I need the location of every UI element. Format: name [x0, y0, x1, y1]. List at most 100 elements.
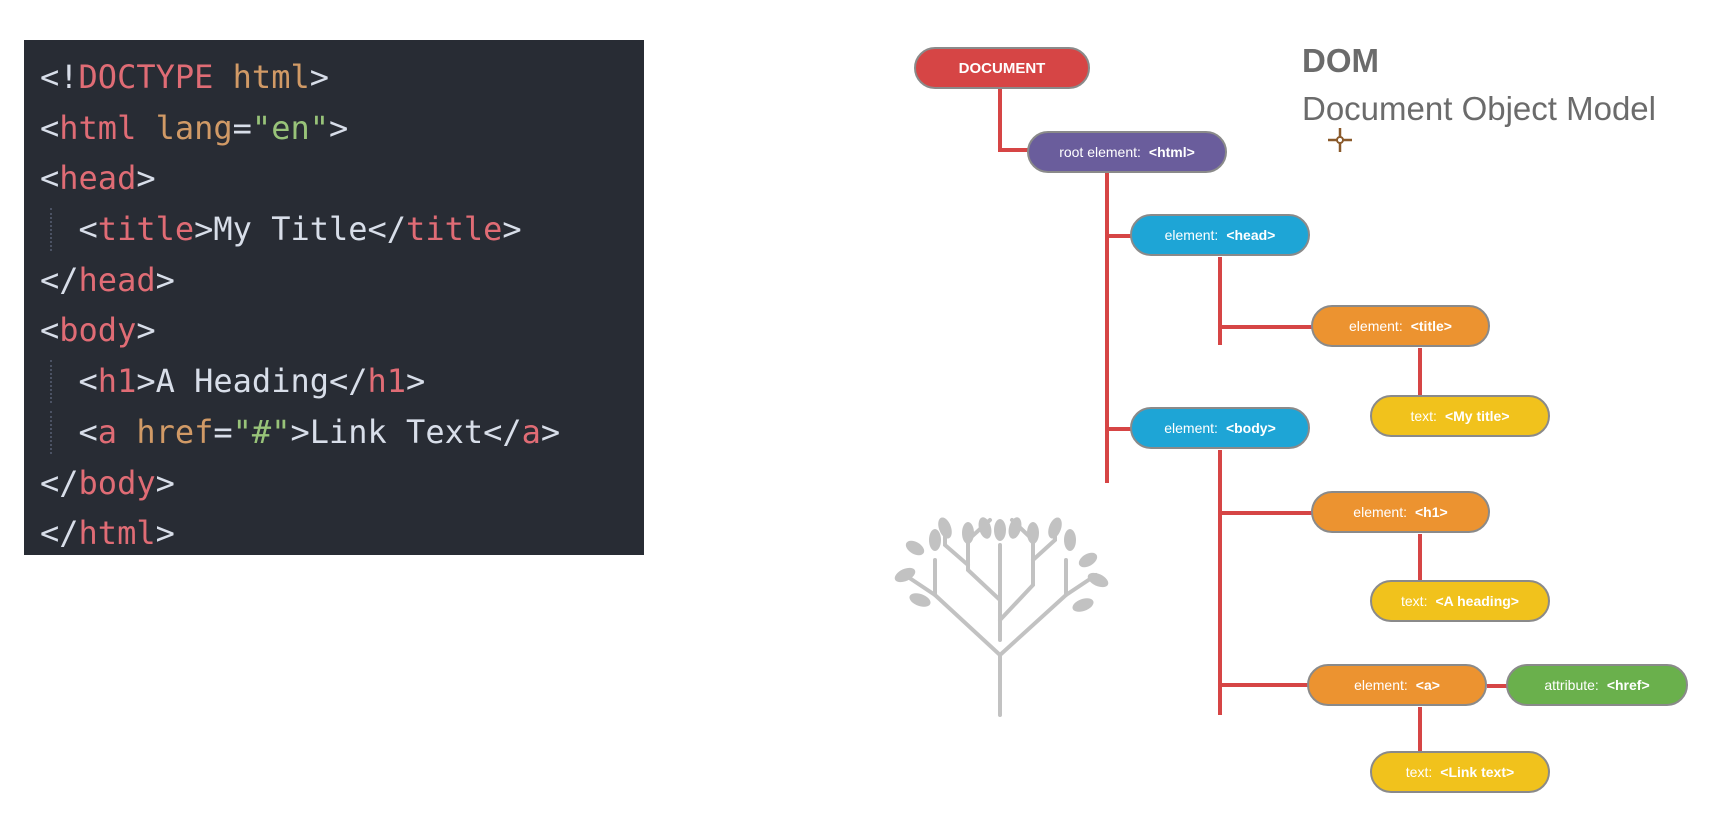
- dom-abbreviation: DOM: [1302, 42, 1379, 79]
- code-token: =: [213, 412, 233, 451]
- code-line: <head>: [40, 153, 644, 204]
- code-token: href: [136, 412, 214, 451]
- code-token: >: [406, 362, 426, 401]
- code-token: html: [59, 108, 137, 147]
- node-head: element: <head>: [1130, 214, 1310, 256]
- indent-guide: [50, 410, 52, 454]
- code-token: a: [521, 412, 541, 451]
- node-key: text:: [1405, 764, 1433, 780]
- code-token: <: [40, 362, 98, 401]
- code-token: h1: [367, 362, 407, 401]
- move-cursor-icon: [1328, 128, 1352, 152]
- code-token: head: [59, 159, 137, 198]
- code-token: body: [59, 311, 137, 350]
- code-token: "en": [251, 108, 329, 147]
- code-line: <!DOCTYPE html>: [40, 52, 644, 103]
- node-key: element:: [1349, 318, 1403, 334]
- code-token: </: [483, 412, 522, 451]
- node-title-text: text: <My title>: [1370, 395, 1550, 437]
- node-document: DOCUMENT: [914, 47, 1090, 89]
- node-key: element:: [1164, 227, 1219, 243]
- code-token: >: [155, 514, 175, 553]
- code-token: >: [328, 108, 349, 147]
- code-token: >: [290, 412, 310, 451]
- code-token: html: [232, 58, 310, 96]
- node-key: element:: [1164, 420, 1218, 436]
- code-token: >: [136, 159, 156, 198]
- node-key: text:: [1410, 408, 1437, 424]
- code-line: <body>: [40, 305, 644, 356]
- code-token: body: [78, 463, 156, 502]
- node-value: <body>: [1225, 420, 1276, 436]
- code-token: >: [502, 210, 522, 249]
- code-token: >: [540, 412, 561, 451]
- node-value: <title>: [1410, 318, 1452, 334]
- node-title: element: <title>: [1311, 305, 1490, 347]
- code-token: head: [78, 260, 156, 299]
- code-token: </: [40, 514, 79, 553]
- node-href-attribute: attribute: <href>: [1506, 664, 1688, 706]
- indent-guide: [50, 208, 52, 251]
- node-value: <My title>: [1444, 408, 1510, 424]
- code-token: html: [78, 514, 156, 553]
- node-key: text:: [1401, 593, 1428, 609]
- code-token: a: [97, 412, 118, 451]
- node-a: element: <a>: [1307, 664, 1487, 706]
- node-key: attribute:: [1544, 677, 1599, 693]
- code-token: A Heading: [155, 362, 329, 401]
- node-value: <h1>: [1415, 504, 1448, 520]
- code-token: lang: [155, 108, 233, 147]
- code-line: <html lang="en">: [40, 103, 644, 154]
- node-value: <head>: [1226, 227, 1276, 243]
- code-token: <: [40, 159, 60, 198]
- node-value: <a>: [1415, 677, 1440, 693]
- code-line: </head>: [40, 255, 644, 306]
- code-token: </: [40, 260, 79, 299]
- node-h1: element: <h1>: [1311, 491, 1490, 533]
- node-value: <html>: [1148, 144, 1195, 160]
- code-token: </: [367, 210, 407, 249]
- code-token: </: [40, 463, 79, 502]
- code-token: >: [194, 210, 214, 249]
- code-token: <: [40, 311, 60, 350]
- node-value: <href>: [1606, 677, 1650, 693]
- code-token: >: [155, 260, 175, 299]
- dom-full-name: Document Object Model: [1302, 90, 1656, 127]
- code-token: <: [40, 210, 98, 249]
- code-line: </html>: [40, 508, 644, 559]
- code-token: DOCTYPE: [78, 58, 214, 96]
- code-token: >: [136, 311, 156, 350]
- code-token: >: [309, 58, 329, 96]
- code-line: <a href="#">Link Text</a>: [40, 407, 644, 458]
- code-token: <: [40, 108, 60, 147]
- code-token: </: [328, 362, 368, 401]
- node-a-text: text: <Link text>: [1370, 751, 1550, 793]
- code-token: h1: [97, 362, 137, 401]
- node-key: element:: [1354, 677, 1408, 693]
- code-token: >: [155, 463, 175, 502]
- code-token: <: [40, 412, 98, 451]
- tree-leaves: [894, 517, 1109, 612]
- node-key: element:: [1353, 504, 1407, 520]
- code-line: <h1>A Heading</h1>: [40, 356, 644, 407]
- node-body: element: <body>: [1130, 407, 1310, 449]
- node-h1-text: text: <A heading>: [1370, 580, 1550, 622]
- node-key: root element:: [1059, 144, 1141, 160]
- node-root-element: root element: <html>: [1027, 131, 1227, 173]
- connector-document-root: [998, 88, 1030, 152]
- node-value: <A heading>: [1435, 593, 1519, 609]
- code-token: "#": [232, 412, 291, 451]
- code-token: My Title: [213, 210, 368, 249]
- code-token: =: [232, 108, 252, 147]
- code-token: title: [97, 210, 195, 249]
- code-line: <title>My Title</title>: [40, 204, 644, 255]
- code-token: <!: [40, 58, 79, 96]
- code-token: Link Text: [309, 412, 484, 451]
- code-token: >: [136, 362, 156, 401]
- node-value: <Link text>: [1440, 764, 1515, 780]
- node-value: DOCUMENT: [958, 59, 1046, 77]
- code-line: </body>: [40, 458, 644, 509]
- code-token: title: [406, 210, 503, 249]
